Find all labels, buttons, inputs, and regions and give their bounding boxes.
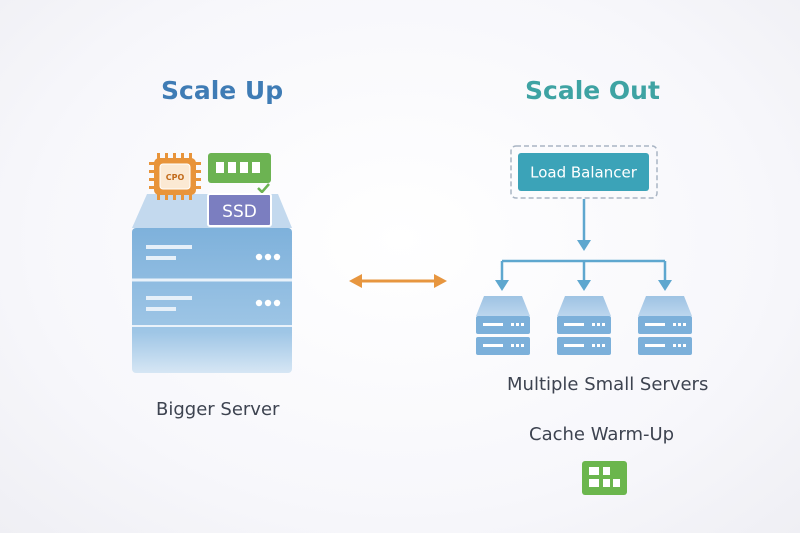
scale-out-title: Scale Out [525,76,660,105]
cache-icon [582,461,627,495]
load-balancer-label: Load Balancer [530,164,638,182]
cache-warm-up-caption: Cache Warm-Up [529,424,675,445]
cpu-icon: CPO [149,153,201,200]
cpu-label: CPO [166,173,185,182]
multiple-servers-caption: Multiple Small Servers [507,374,709,395]
small-server-icon [557,296,611,355]
small-server-icon [638,296,692,355]
small-server-icon [476,296,530,355]
double-arrow-icon [349,274,447,288]
ssd-label: SSD [222,202,257,222]
connector-arrowheads [495,240,672,291]
ram-icon [208,153,271,194]
bigger-server-caption: Bigger Server [156,399,280,420]
ssd-icon: SSD [207,193,272,227]
connector-lines [500,199,667,282]
scale-up-title: Scale Up [161,76,284,105]
load-balancer: Load Balancer [510,145,658,199]
